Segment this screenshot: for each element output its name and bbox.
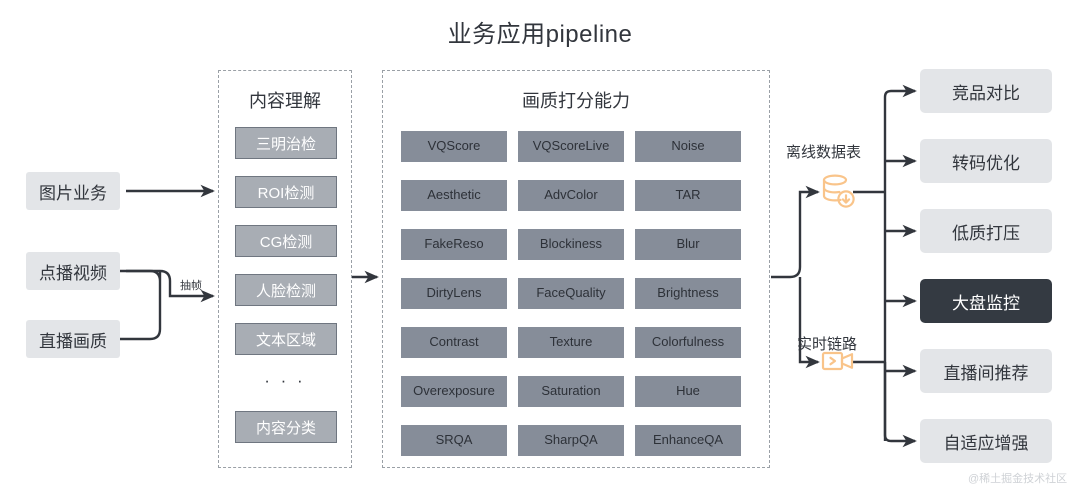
metric-box[interactable]: Contrast <box>401 327 507 358</box>
panel-title-content-understanding: 内容理解 <box>249 91 321 111</box>
metric-box[interactable]: SRQA <box>401 425 507 456</box>
stage-label-realtime-link: 实时链路 <box>797 336 858 353</box>
metric-box[interactable]: DirtyLens <box>401 278 507 309</box>
metric-box[interactable]: Noise <box>635 131 741 162</box>
metric-box[interactable]: Texture <box>518 327 624 358</box>
understanding-box-text-region[interactable]: 文本区域 <box>235 323 337 355</box>
video-stream-icon <box>821 348 855 379</box>
input-chip-image-business[interactable]: 图片业务 <box>26 172 120 210</box>
metric-box[interactable]: Aesthetic <box>401 180 507 211</box>
metric-box[interactable]: Blockiness <box>518 229 624 260</box>
page-title: 业务应用pipeline <box>447 21 633 48</box>
metric-box[interactable]: FaceQuality <box>518 278 624 309</box>
panel-quality-scoring: 画质打分能力 VQScore VQScoreLive Noise Aesthet… <box>382 70 770 468</box>
metric-box[interactable]: Hue <box>635 376 741 407</box>
stage-label-offline-table: 离线数据表 <box>786 144 862 161</box>
output-chip-adaptive-enhance[interactable]: 自适应增强 <box>920 419 1052 463</box>
understanding-box-sandwich[interactable]: 三明治检 <box>235 127 337 159</box>
metric-box[interactable]: VQScoreLive <box>518 131 624 162</box>
panel-content-understanding: 内容理解 三明治检 ROI检测 CG检测 人脸检测 文本区域 · · · 内容分… <box>218 70 352 468</box>
metric-box[interactable]: VQScore <box>401 131 507 162</box>
output-chip-transcode-optimize[interactable]: 转码优化 <box>920 139 1052 183</box>
edge-label-frame-extraction: 抽帧 <box>180 280 202 292</box>
metric-box[interactable]: SharpQA <box>518 425 624 456</box>
metric-box[interactable]: EnhanceQA <box>635 425 741 456</box>
input-chip-live-quality[interactable]: 直播画质 <box>26 320 120 358</box>
panel-title-quality-scoring: 画质打分能力 <box>522 91 630 111</box>
output-chip-dashboard-monitor[interactable]: 大盘监控 <box>920 279 1052 323</box>
metric-box[interactable]: Blur <box>635 229 741 260</box>
understanding-box-content-class[interactable]: 内容分类 <box>235 411 337 443</box>
metric-box[interactable]: TAR <box>635 180 741 211</box>
output-chip-competitor-compare[interactable]: 竞品对比 <box>920 69 1052 113</box>
metric-box[interactable]: Colorfulness <box>635 327 741 358</box>
metric-grid: VQScore VQScoreLive Noise Aesthetic AdvC… <box>401 131 751 456</box>
output-chip-liveroom-recommend[interactable]: 直播间推荐 <box>920 349 1052 393</box>
output-chip-lowquality-suppress[interactable]: 低质打压 <box>920 209 1052 253</box>
input-chip-vod-video[interactable]: 点播视频 <box>26 252 120 290</box>
database-download-icon <box>820 172 856 217</box>
understanding-box-face[interactable]: 人脸检测 <box>235 274 337 306</box>
metric-box[interactable]: Overexposure <box>401 376 507 407</box>
metric-box[interactable]: Saturation <box>518 376 624 407</box>
metric-box[interactable]: FakeReso <box>401 229 507 260</box>
watermark: @稀土掘金技术社区 <box>968 473 1068 485</box>
understanding-box-roi[interactable]: ROI检测 <box>235 176 337 208</box>
understanding-box-cg[interactable]: CG检测 <box>235 225 337 257</box>
metric-box[interactable]: AdvColor <box>518 180 624 211</box>
metric-box[interactable]: Brightness <box>635 278 741 309</box>
understanding-ellipsis: · · · <box>264 371 306 390</box>
